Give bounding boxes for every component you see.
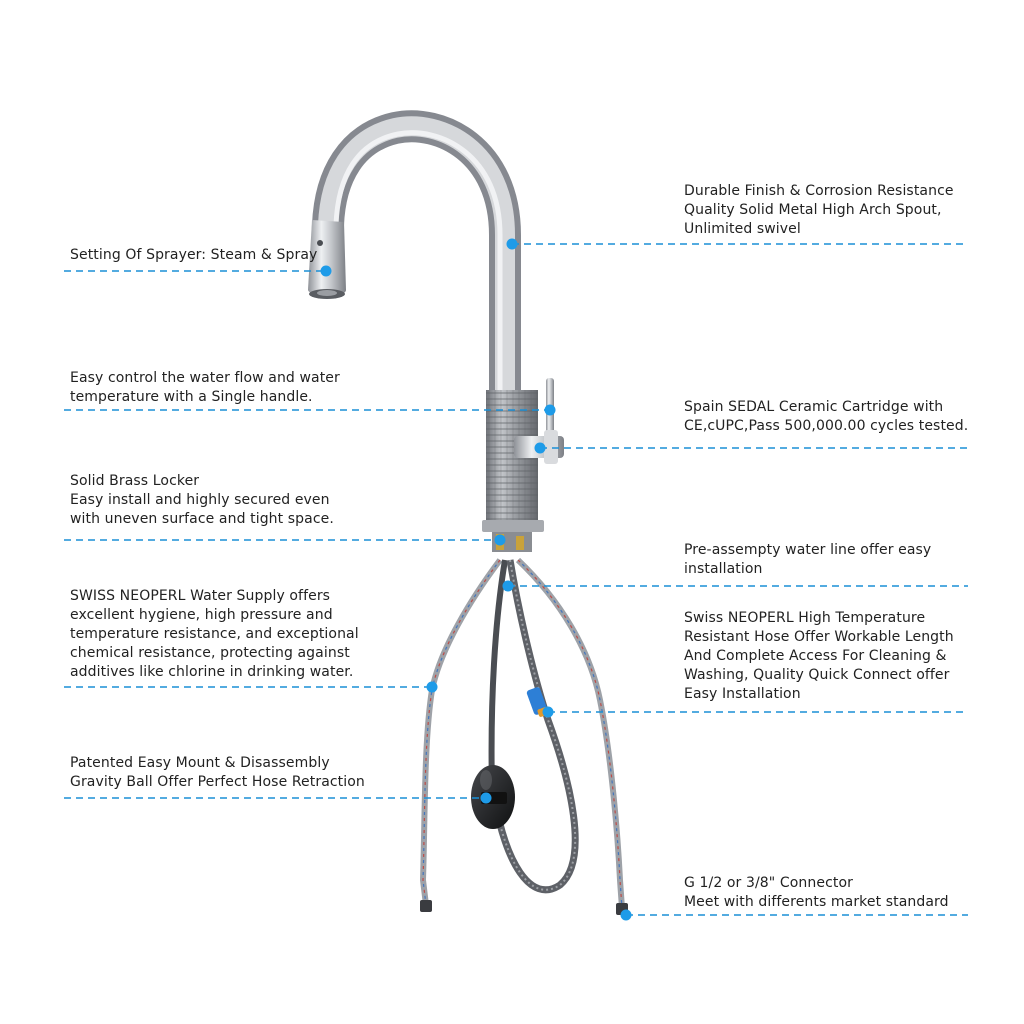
leader-gravity-dot — [480, 792, 492, 804]
callout-line: Solid Brass Locker — [70, 473, 200, 489]
supply-hose-right — [515, 557, 625, 909]
callout-line: CE,cUPC,Pass 500,000.00 cycles tested. — [684, 418, 969, 434]
callout-line: Washing, Quality Quick Connect offer — [684, 667, 950, 683]
callout-line: Durable Finish & Corrosion Resistance — [684, 183, 954, 199]
leader-waterline-dot — [502, 580, 514, 592]
callout-line: Meet with differents market standard — [684, 894, 949, 910]
leader-sprayer-dot — [320, 265, 332, 277]
leader-locker-dot — [494, 534, 506, 546]
callout-line: Resistant Hose Offer Workable Length — [684, 629, 954, 645]
callout-line: Setting Of Sprayer: Steam & Spray — [70, 247, 318, 263]
callout-line: Swiss NEOPERL High Temperature — [684, 610, 926, 626]
callout-line: Spain SEDAL Ceramic Cartridge with — [684, 399, 944, 415]
callout-line: Easy control the water flow and water — [70, 370, 340, 386]
callout-line: Pre-assempty water line offer easy — [684, 542, 932, 558]
leader-spout-dot — [506, 238, 518, 250]
callout-water-supply: SWISS NEOPERL Water Supply offers excelle… — [70, 587, 359, 682]
leader-cartridge-dot — [534, 442, 546, 454]
callout-sprayer: Setting Of Sprayer: Steam & Spray — [70, 246, 317, 265]
callout-line: installation — [684, 561, 763, 577]
callout-line: Easy install and highly secured even — [70, 492, 330, 508]
gravity-ball — [471, 765, 515, 829]
leader-supply-dot — [426, 681, 438, 693]
leader-hose-dot — [542, 706, 554, 718]
pull-out-hose — [488, 559, 579, 894]
callout-line: with uneven surface and tight space. — [70, 511, 334, 527]
callout-line: chemical resistance, protecting against — [70, 645, 350, 661]
callout-line: temperature resistance, and exceptional — [70, 626, 359, 642]
callout-line: And Complete Access For Cleaning & — [684, 648, 947, 664]
callout-line: Gravity Ball Offer Perfect Hose Retracti… — [70, 774, 365, 790]
callout-leaders — [64, 238, 968, 921]
callout-line: SWISS NEOPERL Water Supply offers — [70, 588, 331, 604]
callout-handle: Easy control the water flow and water tem… — [70, 369, 340, 407]
callout-line: Unlimited swivel — [684, 221, 801, 237]
leader-connector-dot — [620, 909, 632, 921]
callout-line: temperature with a Single handle. — [70, 389, 313, 405]
callout-line: G 1/2 or 3/8" Connector — [684, 875, 853, 891]
leader-handle-dot — [544, 404, 556, 416]
spout — [310, 110, 521, 395]
callout-water-line: Pre-assempty water line offer easy instal… — [684, 541, 931, 579]
supply-hose-left — [419, 558, 503, 906]
callout-line: additives like chlorine in drinking wate… — [70, 664, 354, 680]
faucet-body — [482, 390, 544, 552]
callout-line: Easy Installation — [684, 686, 801, 702]
callout-line: Patented Easy Mount & Disassembly — [70, 755, 330, 771]
hose-end-connectors — [420, 900, 628, 915]
callout-line: Quality Solid Metal High Arch Spout, — [684, 202, 942, 218]
sprayer-head — [308, 220, 346, 299]
callout-line: excellent hygiene, high pressure and — [70, 607, 333, 623]
